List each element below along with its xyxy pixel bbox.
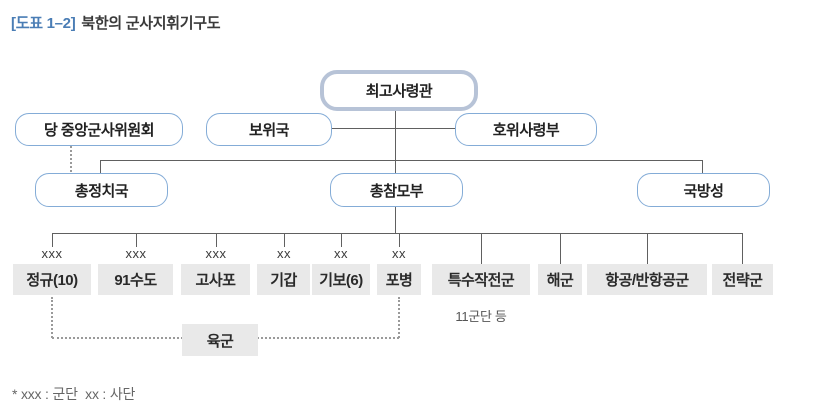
unit-91-capital-label: 91수도 — [114, 272, 157, 289]
unit-regular: 정규(10) — [13, 264, 91, 295]
chart-title: [도표 1–2] 북한의 군사지휘기구도 — [11, 12, 221, 33]
node-security-bureau-label: 보위국 — [249, 122, 289, 139]
connector-level3-horizontal — [100, 160, 702, 161]
node-guard-command-label: 호위사령부 — [492, 122, 560, 139]
dotted-connector-army-left — [51, 297, 53, 338]
unit-mechanized: 기보(6) — [312, 264, 370, 295]
node-ministry-of-national-defense: 국방성 — [637, 173, 770, 207]
unit-artillery: 포병 — [377, 264, 421, 295]
unit-air-antiair-force: 항공/반항공군 — [587, 264, 707, 295]
unit-special-operations: 특수작전군 — [432, 264, 530, 295]
node-party-central-military-commission-label: 당 중앙군사위원회 — [43, 122, 155, 139]
connector-stub-unit-4 — [284, 233, 285, 247]
unit-mark: xxx — [41, 246, 63, 261]
node-guard-command: 호위사령부 — [455, 113, 597, 146]
connector-level2-horizontal — [330, 128, 455, 129]
node-general-staff-department: 총참모부 — [330, 173, 463, 207]
footnote-legend: * xxx : 군단 xx : 사단 — [12, 386, 136, 402]
connector-stub-unit-7 — [481, 233, 482, 264]
node-party-central-military-commission: 당 중앙군사위원회 — [15, 113, 183, 146]
unit-armored-label: 기갑 — [270, 272, 297, 289]
note-11th-corps: 11군단 등 — [455, 309, 507, 324]
node-general-political-bureau: 총정치국 — [35, 173, 168, 207]
connector-level4-horizontal — [52, 233, 742, 234]
unit-mark: xx — [334, 246, 348, 261]
connector-stub-unit-1 — [52, 233, 53, 247]
unit-strategic-force: 전략군 — [712, 264, 773, 295]
unit-navy: 해군 — [538, 264, 582, 295]
node-supreme-commander: 최고사령관 — [320, 70, 478, 111]
unit-regular-label: 정규(10) — [26, 272, 78, 289]
node-general-political-bureau-label: 총정치국 — [74, 182, 129, 200]
dotted-connector-party-to-political — [70, 146, 72, 172]
connector-stub-unit-5 — [341, 233, 342, 247]
unit-army-group: 육군 — [182, 324, 258, 356]
unit-mark: xxx — [125, 246, 147, 261]
node-general-staff-department-label: 총참모부 — [369, 182, 424, 200]
unit-mark: xxx — [205, 246, 227, 261]
connector-staff-to-units — [395, 205, 396, 233]
connector-stub-unit-2 — [136, 233, 137, 247]
unit-navy-label: 해군 — [546, 272, 574, 289]
connector-stub-defense-ministry — [702, 160, 703, 173]
connector-supreme-to-staff — [395, 103, 396, 173]
connector-stub-unit-6 — [399, 233, 400, 247]
connector-stub-unit-8 — [560, 233, 561, 264]
node-ministry-of-national-defense-label: 국방성 — [683, 182, 724, 200]
node-supreme-commander-label: 최고사령관 — [365, 83, 433, 100]
unit-antiaircraft-artillery: 고사포 — [181, 264, 250, 295]
unit-91-capital: 91수도 — [98, 264, 173, 295]
unit-mechanized-label: 기보(6) — [319, 272, 363, 289]
chart-title-tag: [도표 1–2] — [11, 15, 76, 32]
connector-stub-unit-10 — [742, 233, 743, 264]
unit-strategic-force-label: 전략군 — [722, 272, 763, 289]
chart-title-text: 북한의 군사지휘기구도 — [81, 15, 221, 32]
connector-stub-unit-3 — [216, 233, 217, 247]
unit-army-group-label: 육군 — [206, 332, 234, 350]
unit-air-antiair-force-label: 항공/반항공군 — [605, 272, 689, 289]
connector-stub-unit-9 — [647, 233, 648, 264]
unit-mark: xx — [392, 246, 406, 261]
node-security-bureau: 보위국 — [206, 113, 332, 146]
unit-mark: xx — [277, 246, 291, 261]
unit-special-operations-label: 특수작전군 — [447, 272, 515, 289]
dotted-connector-army-right — [398, 297, 400, 338]
unit-artillery-label: 포병 — [385, 272, 413, 289]
unit-armored: 기갑 — [257, 264, 310, 295]
unit-antiaircraft-artillery-label: 고사포 — [195, 272, 236, 289]
connector-stub-political-bureau — [100, 160, 101, 173]
